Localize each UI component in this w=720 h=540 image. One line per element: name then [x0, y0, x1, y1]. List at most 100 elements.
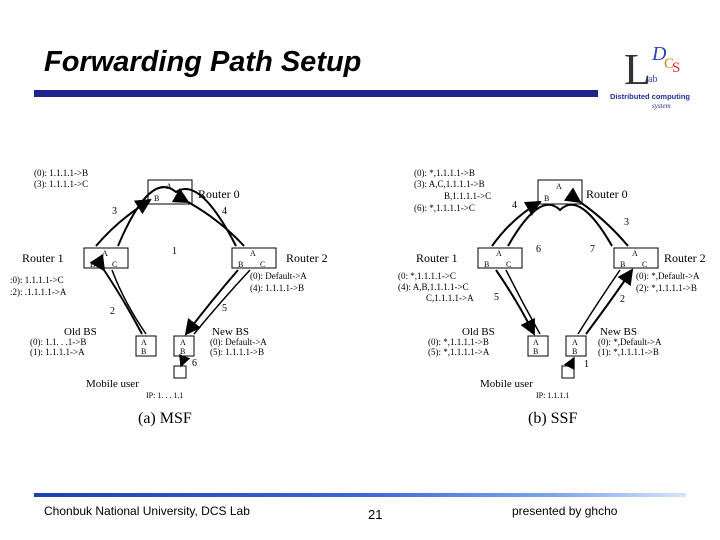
msf-oldbs-port-b: B	[141, 347, 146, 356]
footer-university: Chonbuk National University, DCS Lab	[44, 504, 250, 518]
msf-edge-r2-newbs	[184, 269, 239, 336]
msf-r1-table-row: :2): .1.1.1.1->A	[10, 287, 67, 297]
msf-newbs-port-b: B	[180, 347, 185, 356]
msf-step-1: 1	[172, 246, 177, 257]
msf-r1-port-c: C	[112, 260, 117, 269]
ssf-r0-table-row: (6): *,1.1.1.1->C	[414, 203, 475, 213]
ssf-edge-r1-oldbs	[495, 269, 535, 336]
msf-edge-newbs-mobile	[179, 354, 191, 368]
ssf-step-1: 1	[584, 359, 589, 370]
ssf-panel: A B C A B C A B C A B A B Router 0 Route…	[398, 168, 706, 427]
ssf-r0-table-row: (0): *,1.1.1.1->B	[414, 168, 475, 178]
msf-edge-newbs-r2	[193, 269, 251, 335]
logo-letter-l: L	[624, 45, 651, 94]
msf-edge-loop	[117, 186, 237, 247]
ssf-r0-port-a: A	[556, 182, 562, 191]
ssf-mobile-label: Mobile user	[480, 378, 533, 390]
ssf-edge-r0-r2	[563, 187, 629, 247]
ssf-r1-port-a: A	[496, 249, 502, 258]
ssf-router0-label: Router 0	[586, 187, 628, 201]
msf-r0-port-b: B	[154, 194, 159, 203]
msf-mobile-node	[173, 365, 187, 379]
msf-r0-table-row: (3): 1.1.1.1->C	[34, 179, 88, 189]
msf-r2-port-b: B	[238, 260, 243, 269]
ssf-oldbs-port-a: A	[533, 338, 539, 347]
msf-caption: (a) MSF	[138, 410, 192, 427]
ssf-r0-port-b: B	[544, 194, 549, 203]
msf-step-2: 2	[110, 306, 115, 317]
footer-rule	[34, 493, 686, 497]
msf-r2-table-row: (4): 1.1.1.1->B	[250, 283, 304, 293]
logo-letter-s: S	[672, 60, 680, 76]
ssf-oldbs-table-row: (5): *,1.1.1.1->A	[428, 347, 490, 357]
msf-r0-port-c: C	[176, 194, 181, 203]
dcs-lab-logo: L ab D C S Distributed computing system	[610, 43, 690, 110]
ssf-r1-table-row: C,1.1.1.1->A	[426, 293, 474, 303]
logo-letter-d: D	[651, 43, 667, 65]
msf-r2-port-a: A	[250, 249, 256, 258]
msf-edge-r1-oldbs	[89, 253, 143, 335]
ssf-edge-r1-r2-loop	[507, 203, 613, 247]
ssf-router1-label: Router 1	[416, 251, 458, 265]
msf-oldbs-node	[135, 335, 157, 357]
ssf-step-3: 3	[624, 217, 629, 228]
msf-router2-node	[231, 247, 277, 269]
ssf-r0-table-row: B,1.1.1.1->C	[444, 191, 491, 201]
logo-line2: system	[652, 102, 671, 110]
ssf-newbs-label: New BS	[600, 326, 637, 338]
ssf-router2-node	[613, 247, 659, 269]
ssf-r2-port-b: B	[620, 260, 625, 269]
msf-newbs-port-a: A	[180, 338, 186, 347]
slide-title: Forwarding Path Setup	[44, 46, 362, 78]
ssf-step-6: 6	[536, 244, 541, 255]
ssf-r1-table-row: (4): A,B,1.1.1.1->C	[398, 282, 469, 292]
ssf-r2-port-c: C	[642, 260, 647, 269]
ssf-edge-oldbs-r1	[505, 269, 541, 335]
msf-oldbs-label: Old BS	[64, 326, 97, 338]
ssf-r0-table-row: (3): A,C,1.1.1.1->B	[414, 179, 485, 189]
msf-step-5: 5	[222, 303, 227, 314]
ssf-r2-table-row: (2): *,1.1.1.1->B	[636, 283, 697, 293]
ssf-edge-mobile-newbs	[563, 356, 575, 371]
ssf-step-7: 7	[590, 244, 595, 255]
msf-step-6: 6	[192, 358, 197, 369]
ssf-ip-label: IP: 1.1.1.1	[536, 391, 569, 400]
msf-step-3: 3	[112, 206, 117, 217]
msf-newbs-table-row: (0): Default->A	[210, 337, 267, 347]
logo-line1: Distributed computing	[610, 92, 690, 101]
msf-r1-table-row: :0): 1.1.1.1->C	[10, 275, 64, 285]
msf-router2-label: Router 2	[286, 251, 328, 265]
msf-r2-port-c: C	[260, 260, 265, 269]
footer-presenter: presented by ghcho	[512, 504, 618, 518]
msf-router1-label: Router 1	[22, 251, 64, 265]
ssf-oldbs-node	[527, 335, 549, 357]
msf-newbs-label: New BS	[212, 326, 249, 338]
ssf-r1-table-row: (0: *,1.1.1.1->C	[398, 271, 456, 281]
page-number: 21	[368, 507, 383, 522]
msf-oldbs-table-row: (1): 1.1.1.1->A	[30, 347, 85, 357]
ssf-r2-port-a: A	[632, 249, 638, 258]
msf-ip-label: IP: 1. . . 1.1	[146, 391, 183, 400]
ssf-r2-table-row: (0): *,Default->A	[636, 271, 700, 281]
ssf-edge-newbs-r2	[585, 268, 634, 335]
ssf-oldbs-table-row: (0): *,1.1.1.1->B	[428, 337, 489, 347]
ssf-caption: (b) SSF	[528, 410, 577, 427]
ssf-oldbs-label: Old BS	[462, 326, 495, 338]
msf-mobile-label: Mobile user	[86, 378, 139, 390]
msf-r0-port-a: A	[166, 182, 172, 191]
ssf-router2-label: Router 2	[664, 251, 706, 265]
ssf-step-2: 2	[620, 294, 625, 305]
msf-edge-oldbs-r1	[111, 269, 147, 335]
ssf-newbs-node	[565, 335, 587, 357]
ssf-newbs-table-row: (1): *,1.1.1.1->B	[598, 347, 659, 357]
ssf-step-4: 4	[512, 200, 517, 211]
ssf-newbs-port-b: B	[572, 347, 577, 356]
msf-edge-r0-r1	[95, 198, 152, 247]
msf-step-4: 4	[222, 206, 227, 217]
ssf-r0-port-c: C	[566, 194, 571, 203]
ssf-step-5: 5	[494, 292, 499, 303]
msf-panel: A B C A B C A B C A B A B Router 0 Route…	[10, 168, 328, 427]
msf-r1-port-a: A	[102, 249, 108, 258]
msf-r2-table-row: (0): Default->A	[250, 271, 307, 281]
